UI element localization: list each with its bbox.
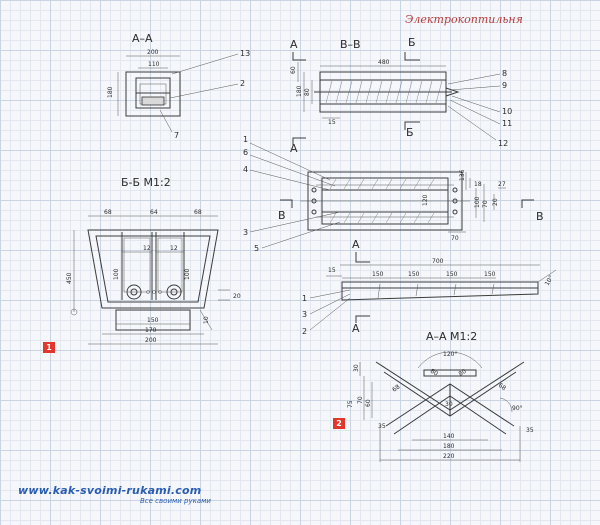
dim-68-left: 68 [391,383,401,393]
leader-13: 13 [240,49,250,58]
dim-20: 20 [233,293,241,300]
leader-10: 10 [502,107,512,116]
dim-150-a: 150 [372,271,384,278]
section-bb: В–В Б Б А А 480 60 180 80 15 8 [290,36,512,155]
dim-100-right: 100 [184,268,191,280]
cut-b-bottom: Б [406,126,414,139]
dim-140: 140 [443,433,455,440]
dim-80-left: 80 [429,368,439,378]
dim-18: 18 [474,181,482,188]
dim-120: 120 [422,194,429,206]
dim-15: 15 [328,267,336,274]
site-tagline: Все своими руками [140,497,211,505]
cut-a-side-bottom: А [352,322,360,335]
dim-width: 200 [147,49,159,56]
dim-68-left: 68 [104,209,112,216]
dim-height: 180 [107,86,114,98]
section-aa-top: А–А 200 110 180 13 2 7 [107,32,250,140]
dim-length: 480 [378,59,390,66]
dim-75: 75 [347,400,354,408]
dim-80-right: 80 [458,368,468,378]
drawing-number-badge-1: 1 [43,342,55,353]
leader-5: 5 [254,244,259,253]
dim-136: 136 [459,169,466,181]
section-bb-title: В–В [340,38,361,51]
section-b-b-title: Б-Б М1:2 [121,176,171,189]
dim-20: 20 [492,198,499,206]
dim-offset: 15 [328,119,336,126]
leader-7: 7 [174,131,179,140]
cut-a-side-top: А [352,238,360,251]
leader-6: 6 [243,148,248,157]
leader-3: 3 [243,228,248,237]
dim-35-right: 35 [526,427,534,434]
dim-120-deg: 120° [443,351,457,358]
dim-220: 220 [443,453,455,460]
leader-1: 1 [243,135,248,144]
dim-60: 60 [365,399,372,407]
dim-inner: 80 [304,88,311,96]
dim-150: 150 [147,317,159,324]
dim-30-top: 30 [353,364,360,372]
dim-100-left: 100 [113,268,120,280]
leader-12: 12 [498,139,508,148]
dim-70: 70 [357,396,364,404]
section-aa-scaled-title: А–А М1:2 [426,330,477,343]
page-title: Электрокоптильня [405,13,523,26]
dim-70a: 70 [482,200,489,208]
dim-68-right: 68 [194,209,202,216]
dim-12-left: 12 [143,245,151,252]
section-b-b-scaled: Б-Б М1:2 68 64 68 12 12 100 100 450 150 … [66,176,241,345]
dim-150-c: 150 [446,271,458,278]
cut-a-top: А [290,38,298,51]
drawing-number-badge-2: 2 [333,418,345,429]
plan-view: 1 6 4 3 5 136 18 120 100 70 70 20 27 В В [243,135,544,253]
dim-90-deg: 90° [512,405,523,412]
dim-180: 180 [443,443,455,450]
section-aa-scaled: А–А М1:2 120° 30 70 60 75 68 68 80 80 30… [347,330,534,462]
leader-1: 1 [302,294,307,303]
dim-10: 10 [203,316,210,324]
side-view: А А 700 15 150 150 150 150 10° 1 3 2 [302,238,557,336]
dim-30-mid: 30 [445,401,453,408]
cut-a-bottom: А [290,142,298,155]
dim-64: 64 [150,209,158,216]
dim-68-right: 68 [497,382,507,392]
dim-700: 700 [432,258,444,265]
leader-2: 2 [302,327,307,336]
dim-27: 27 [498,181,506,188]
dim-200: 200 [145,337,157,344]
dim-inner-width: 110 [148,61,160,68]
dim-170: 170 [145,327,157,334]
section-aa-title: А–А [132,32,153,45]
dim-70b: 70 [451,235,459,242]
leader-11: 11 [502,119,512,128]
dim-100: 100 [474,196,481,208]
dim-10-deg: 10° [544,274,555,287]
dim-top: 60 [290,66,297,74]
dim-150-b: 150 [408,271,420,278]
leader-8: 8 [502,69,507,78]
cut-v-right: В [536,210,544,223]
site-url-logo: www.kak-svoimi-rukami.com [18,484,202,497]
leader-4: 4 [243,165,248,174]
dim-35-left: 35 [378,423,386,430]
cut-v-left: В [278,209,286,222]
leader-3: 3 [302,310,307,319]
leader-9: 9 [502,81,507,90]
dim-150-d: 150 [484,271,496,278]
dim-height: 180 [296,85,303,97]
dim-450: 450 [66,272,73,284]
dim-12-right: 12 [170,245,178,252]
cut-b-top: Б [408,36,416,49]
leader-2: 2 [240,79,245,88]
